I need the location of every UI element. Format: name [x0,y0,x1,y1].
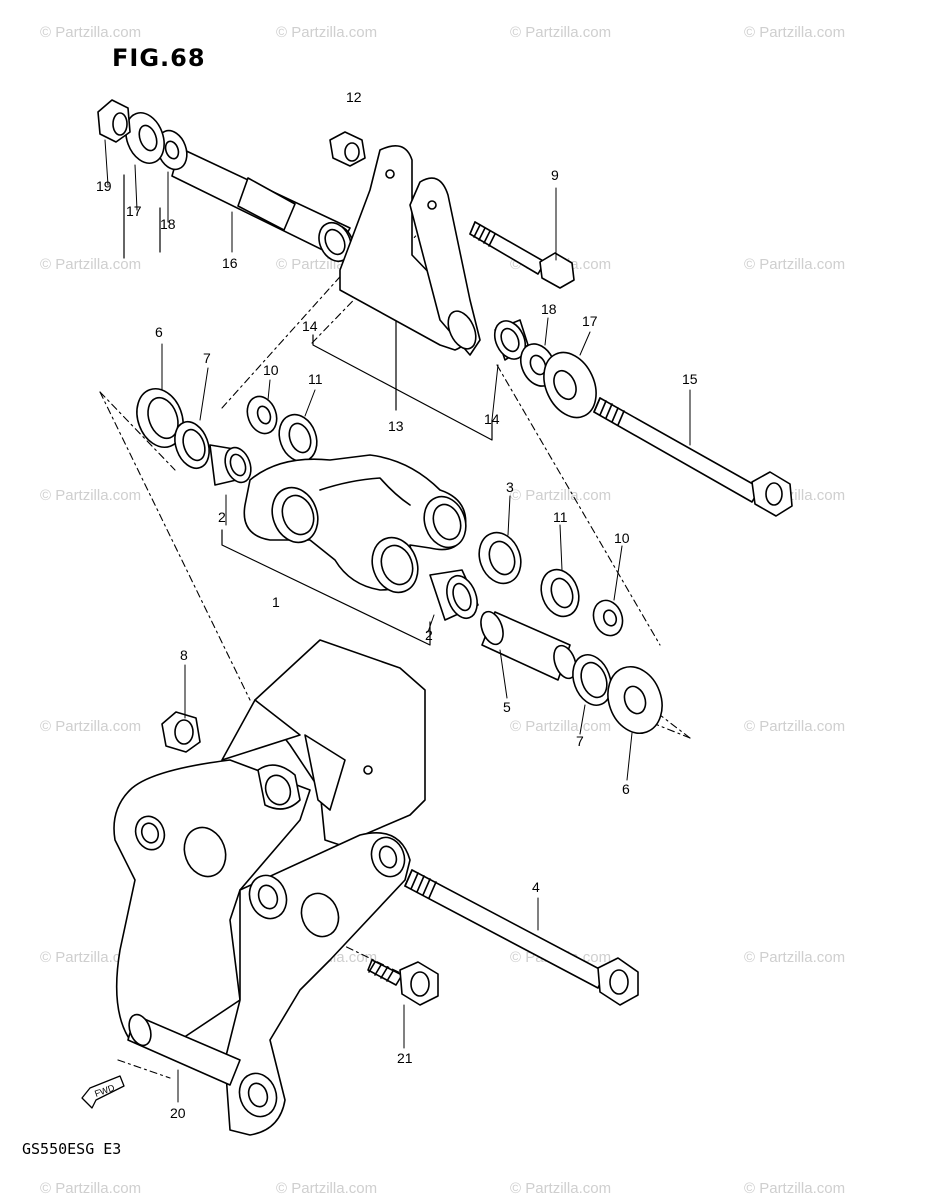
callout-11-left: 11 [308,371,323,387]
bearing-14-lower [493,319,529,361]
watermark: © Partzilla.com [40,718,142,735]
watermark: © Partzilla.com [276,1180,378,1197]
callout-14-lower: 14 [484,411,500,427]
figure-title: FIG.68 [112,44,206,72]
callout-13: 13 [388,418,404,434]
watermark: © Partzilla.com [510,24,612,41]
callout-5: 5 [503,699,511,715]
watermark: © Partzilla.com [40,1180,142,1197]
nut-19 [97,99,131,143]
callout-11-right: 11 [553,509,568,525]
callout-15: 15 [682,371,698,387]
callout-12: 12 [346,89,362,105]
watermark: © Partzilla.com [744,1180,846,1197]
bolt-15 [593,397,793,517]
callout-20: 20 [170,1105,186,1121]
callout-3: 3 [506,479,514,495]
callout-18-right: 18 [541,301,557,317]
bracket-20 [113,639,426,1136]
washer-7-left [174,420,210,470]
watermark: © Partzilla.com [40,487,142,504]
model-code: GS550ESG E3 [22,1140,122,1158]
callout-6-left: 6 [155,324,163,340]
watermark: © Partzilla.com [744,256,846,273]
washer-7-right [572,654,612,706]
callout-1: 1 [272,594,280,610]
callout-16: 16 [222,255,238,271]
callout-labels: 6 7 10 11 2 1 3 11 10 2 5 7 6 8 12 9 18 … [96,89,698,1121]
callout-14-top: 14 [302,318,318,334]
spacer-10-right [592,599,624,637]
callout-8: 8 [180,647,188,663]
callout-19: 19 [96,178,112,194]
callout-9: 9 [551,167,559,183]
washer-17-right [543,351,597,419]
watermark: © Partzilla.com [510,718,612,735]
cushion-lever-1 [243,454,467,594]
callout-10-right: 10 [614,530,630,546]
callout-21: 21 [397,1050,413,1066]
spacer-5 [480,610,577,681]
bearing-6-left [136,388,184,448]
callout-17-top: 17 [126,203,142,219]
watermark: © Partzilla.com [510,1180,612,1197]
callout-2-left: 2 [218,509,226,525]
watermark: © Partzilla.com [744,718,846,735]
bearing-3 [478,531,522,585]
callout-7-right: 7 [576,733,584,749]
nut-12 [329,131,366,167]
bolt-4 [404,869,639,1006]
callout-17-right: 17 [582,313,598,329]
callout-7-left: 7 [203,350,211,366]
spacer-10-left [246,395,278,435]
link-plate-13 [339,144,481,356]
needle-bearing-2-left [209,444,252,486]
watermark: © Partzilla.com [40,256,142,273]
bolt-9 [469,221,575,289]
callout-10-left: 10 [263,362,279,378]
needle-bearing-2-right [429,569,479,621]
bearing-6-right [607,666,663,734]
bolt-21 [367,959,439,1006]
nut-8 [161,711,201,753]
washer-17-top [125,112,165,164]
watermark: © Partzilla.com [744,949,846,966]
bearing-14-top [318,221,352,263]
callout-2-right: 2 [425,627,433,643]
watermark: © Partzilla.com [744,24,846,41]
callout-leaders [104,139,691,1103]
fwd-arrow-icon: FWD [81,1075,125,1109]
subassembly-brackets [123,174,493,646]
watermark: © Partzilla.com [40,949,142,966]
seal-11-right [540,568,580,618]
seal-11-left [278,413,318,463]
watermark: © Partzilla.com [510,487,612,504]
callout-4: 4 [532,879,540,895]
callout-6-right: 6 [622,781,630,797]
watermark: © Partzilla.com [40,24,142,41]
watermark: © Partzilla.com [276,24,378,41]
callout-18-top: 18 [160,216,176,232]
